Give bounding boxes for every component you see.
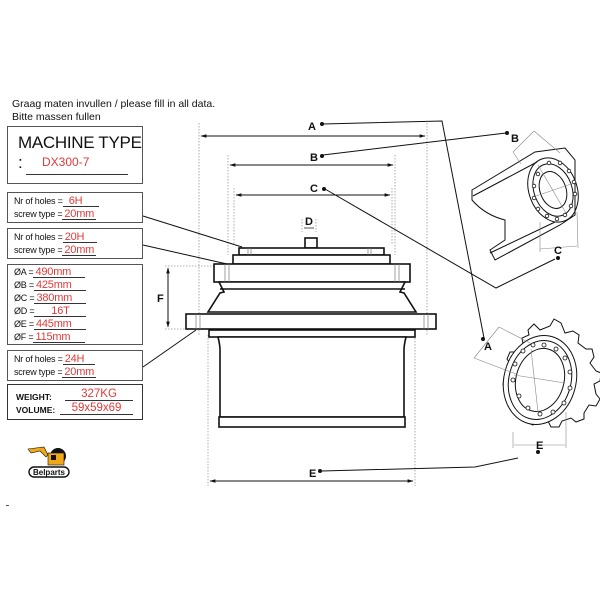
label-d: D bbox=[305, 216, 313, 228]
dimension-row-f: ØF =115mm bbox=[14, 331, 86, 343]
flange-mid-box: Nr of holes =20H screw type =20mm bbox=[7, 228, 143, 259]
dim-c-value[interactable]: 380mm bbox=[34, 293, 87, 304]
machine-type-underline bbox=[26, 174, 128, 175]
flange-top-holes-value[interactable]: 6H bbox=[62, 196, 99, 207]
dimensions-box: ØA =490mm ØB =425mm ØC =380mm ØD =16T ØE… bbox=[7, 264, 143, 345]
screw-label: screw type = bbox=[14, 367, 63, 377]
track-frame-drawing bbox=[471, 130, 579, 261]
flange-top-holes-row: Nr of holes =6H bbox=[14, 195, 99, 207]
dim-a-value[interactable]: 490mm bbox=[33, 267, 86, 278]
label-a-sprocket: A bbox=[484, 341, 492, 353]
dim-d-label: ØD = bbox=[14, 306, 35, 316]
extension-lines bbox=[165, 123, 428, 486]
weight-label: WEIGHT: bbox=[16, 392, 52, 402]
flange-top-box: Nr of holes =6H screw type =20mm bbox=[7, 192, 143, 223]
machine-type-value[interactable]: DX300-7 bbox=[42, 155, 90, 169]
dimension-row-c: ØC =380mm bbox=[14, 292, 87, 304]
leader-lines bbox=[142, 120, 556, 472]
excavator-icon: Belparts bbox=[27, 446, 70, 478]
flange-bottom-screw-row: screw type =20mm bbox=[14, 366, 97, 378]
volume-value[interactable]: 59x59x69 bbox=[60, 402, 133, 415]
instruction-text-1: Graag maten invullen / please fill in al… bbox=[12, 98, 216, 110]
machine-type-label: MACHINE TYPE : bbox=[18, 133, 142, 172]
dim-f-value[interactable]: 115mm bbox=[33, 332, 86, 343]
dim-c-label: ØC = bbox=[14, 293, 35, 303]
dimension-arrows bbox=[166, 134, 426, 483]
instruction-text-2: Bitte massen fullen bbox=[12, 111, 101, 123]
dimension-row-d: ØD =16T bbox=[14, 305, 87, 317]
dimension-row-e: ØE =445mm bbox=[14, 318, 86, 330]
sprocket-drawing bbox=[473, 318, 600, 448]
weight-volume-box: WEIGHT: 327KG VOLUME: 59x59x69 bbox=[7, 384, 143, 420]
flange-mid-screw-row: screw type =20mm bbox=[14, 244, 97, 256]
machine-type-box: MACHINE TYPE : DX300-7 bbox=[7, 126, 143, 184]
dimension-row-a: ØA =490mm bbox=[14, 266, 86, 278]
flange-bottom-holes-row: Nr of holes =24H bbox=[14, 353, 95, 365]
label-f: F bbox=[157, 293, 164, 305]
hub-bolt-marks bbox=[195, 248, 429, 329]
volume-label: VOLUME: bbox=[16, 405, 56, 415]
label-c-frame: C bbox=[554, 245, 562, 257]
flange-bottom-screw-value[interactable]: 20mm bbox=[62, 366, 97, 378]
flange-top-screw-row: screw type =20mm bbox=[14, 208, 97, 220]
screw-label: screw type = bbox=[14, 209, 63, 219]
holes-label: Nr of holes = bbox=[14, 196, 63, 206]
weight-value[interactable]: 327KG bbox=[65, 388, 133, 401]
dim-b-label: ØB = bbox=[14, 280, 34, 290]
dim-e-value[interactable]: 445mm bbox=[33, 319, 86, 330]
screw-label: screw type = bbox=[14, 245, 63, 255]
dim-d-value[interactable]: 16T bbox=[34, 306, 87, 317]
flange-mid-holes-value[interactable]: 20H bbox=[62, 232, 97, 243]
flange-bottom-holes-value[interactable]: 24H bbox=[62, 354, 95, 365]
dim-f-label: ØF = bbox=[14, 332, 34, 342]
flange-bottom-box: Nr of holes =24H screw type =20mm bbox=[7, 350, 143, 381]
holes-label: Nr of holes = bbox=[14, 232, 63, 242]
flange-mid-screw-value[interactable]: 20mm bbox=[62, 244, 97, 256]
holes-label: Nr of holes = bbox=[14, 354, 63, 364]
label-c: C bbox=[310, 183, 318, 195]
label-a: A bbox=[308, 121, 316, 133]
dim-e-label: ØE = bbox=[14, 319, 34, 329]
belparts-logo: Belparts bbox=[26, 445, 72, 481]
flange-top-screw-value[interactable]: 20mm bbox=[62, 208, 97, 220]
label-b: B bbox=[310, 152, 318, 164]
logo-text: Belparts bbox=[33, 468, 66, 477]
stray-mark bbox=[6, 505, 9, 506]
track-frame-bolts bbox=[531, 160, 578, 222]
final-drive-hub bbox=[185, 237, 437, 428]
flange-mid-holes-row: Nr of holes =20H bbox=[14, 231, 97, 243]
label-e: E bbox=[309, 468, 316, 480]
label-e-sprocket: E bbox=[536, 440, 543, 452]
dim-a-label: ØA = bbox=[14, 267, 34, 277]
dimension-row-b: ØB =425mm bbox=[14, 279, 86, 291]
dim-b-value[interactable]: 425mm bbox=[33, 280, 86, 291]
label-b-frame: B bbox=[511, 133, 519, 145]
